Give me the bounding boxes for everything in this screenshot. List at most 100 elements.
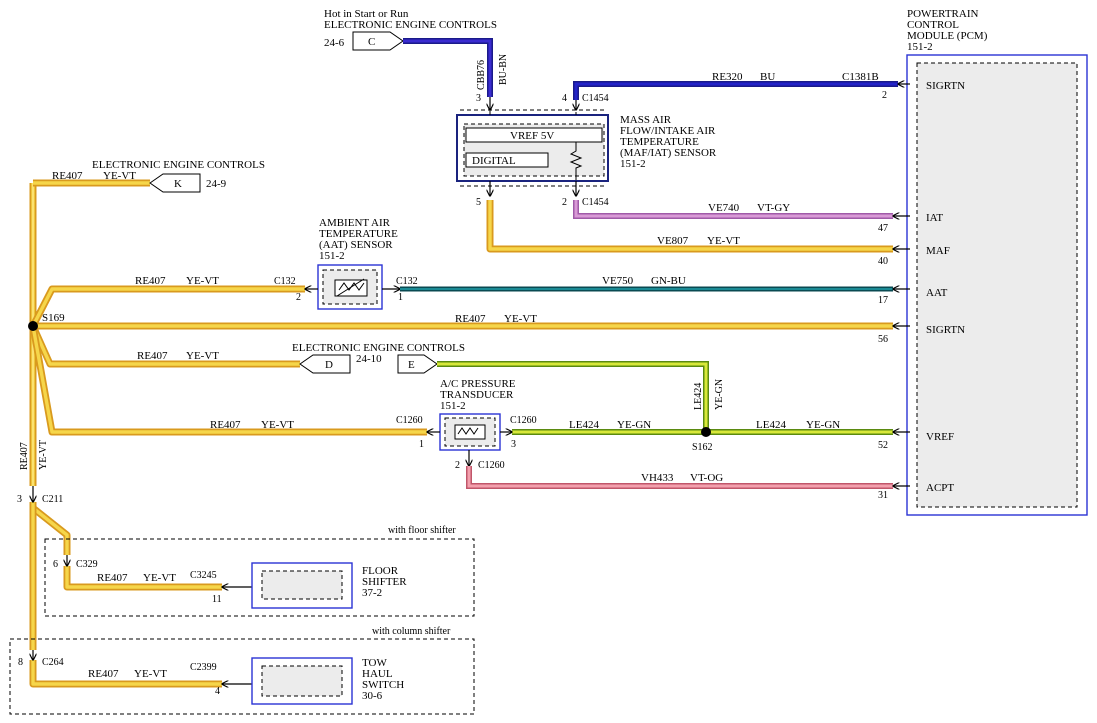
maf-pin-5: 5 — [476, 197, 481, 208]
wire-ve807: VE807 YE-VT — [486, 200, 910, 249]
aat-pin-left: 2 — [296, 292, 301, 303]
pcm-pin-maf: MAF — [926, 245, 950, 257]
acp-title-3: 151-2 — [440, 400, 466, 412]
maf-title-2: FLOW/INTAKE AIR — [620, 125, 716, 137]
re407-column-color: YE-VT — [134, 668, 167, 680]
pcm-title-1: POWERTRAIN — [907, 8, 979, 20]
maf-title-5: 151-2 — [620, 158, 646, 170]
pcm-pin-acpt: ACPT — [926, 482, 954, 494]
re320-conn: C1381B — [842, 71, 879, 83]
acp-pin-bottom: 2 — [455, 460, 460, 471]
re407-acp-circuit: RE407 — [210, 419, 241, 431]
pcm-pin-sigrtn-2: SIGRTN — [926, 80, 965, 92]
acp-title-1: A/C PRESSURE — [440, 378, 516, 390]
aat-title-3: (AAT) SENSOR — [319, 239, 393, 251]
le424-b-circuit: LE424 — [756, 419, 786, 431]
pcm-pin-iat: IAT — [926, 212, 943, 224]
ve807-circuit: VE807 — [657, 235, 689, 247]
maf-title-1: MASS AIR — [620, 114, 672, 126]
re407-aat-color: YE-VT — [186, 275, 219, 287]
floor-title-3: 37-2 — [362, 587, 382, 599]
c211-pin: 3 — [17, 494, 22, 505]
pcm-title-4: 151-2 — [907, 41, 933, 53]
aat-sensor: AMBIENT AIR TEMPERATURE (AAT) SENSOR 151… — [135, 217, 418, 310]
acp-transducer: A/C PRESSURE TRANSDUCER 151-2 C1260 C126… — [210, 378, 537, 471]
re407-k-circuit: RE407 — [52, 170, 83, 182]
top-ref-pin: 3 — [476, 93, 481, 104]
eec-e-tag: E — [408, 359, 415, 371]
c211-conn: C211 — [42, 494, 63, 505]
pcm-title-3: MODULE (PCM) — [907, 30, 988, 42]
pcm-pin-vref: VREF — [926, 431, 954, 443]
maf-title-4: (MAF/IAT) SENSOR — [620, 147, 717, 159]
column-shifter-block: with column shifter 8 C264 RE407 YE-VT C… — [9, 626, 475, 715]
top-ref-color: BU-BN — [498, 54, 509, 85]
ve750-circuit: VE750 — [602, 275, 634, 287]
eec-k-page: 24-9 — [206, 178, 227, 190]
wire-ve740: VE740 VT-GY — [573, 200, 910, 216]
re407-acp-color: YE-VT — [261, 419, 294, 431]
top-ref-hot-text: Hot in Start or Run — [324, 8, 409, 20]
aat-conn-right: C132 — [396, 276, 418, 287]
eec-de-label: ELECTRONIC ENGINE CONTROLS — [292, 342, 465, 354]
acp-conn-left: C1260 — [396, 415, 423, 426]
top-ref-c: Hot in Start or Run ELECTRONIC ENGINE CO… — [324, 8, 509, 110]
aat-pin-right: 1 — [398, 292, 403, 303]
vh433-circuit: VH433 — [641, 472, 674, 484]
maf-conn-bottom: C1454 — [582, 197, 609, 208]
eec-k-label: ELECTRONIC ENGINE CONTROLS — [92, 159, 265, 171]
eec-d-page: 24-10 — [356, 353, 382, 365]
ve750-color: GN-BU — [651, 275, 686, 287]
re407-main-color: YE-VT — [504, 313, 537, 325]
pcm-pinnum-31: 31 — [878, 490, 888, 501]
re407-floor-color: YE-VT — [143, 572, 176, 584]
re320-circuit: RE320 — [712, 71, 743, 83]
eec-d-tag: D — [325, 359, 333, 371]
re407-aat-circuit: RE407 — [135, 275, 166, 287]
aat-title-4: 151-2 — [319, 250, 345, 262]
eec-k-tag: K — [174, 178, 182, 190]
pcm-pinnum-52: 52 — [878, 440, 888, 451]
column-title-1: TOW — [362, 657, 387, 669]
acp-conn-right: C1260 — [510, 415, 537, 426]
vh433-color: VT-OG — [690, 472, 723, 484]
column-pin: 8 — [18, 657, 23, 668]
floor-title-1: FLOOR — [362, 565, 399, 577]
ve807-color: YE-VT — [707, 235, 740, 247]
re407-column-circuit: RE407 — [88, 668, 119, 680]
pcm-pin-sigrtn-56: SIGRTN — [926, 324, 965, 336]
re407-vert-color: YE-VT — [38, 440, 49, 470]
pcm-pinnum-56: 56 — [878, 334, 888, 345]
re407-k-color: YE-VT — [103, 170, 136, 182]
top-ref-circuit: CBB76 — [476, 60, 487, 90]
floor-pin2: 11 — [212, 594, 222, 605]
le424-v-color: YE-GN — [714, 379, 725, 410]
aat-title-2: TEMPERATURE — [319, 228, 398, 240]
maf-pin-4: 4 — [562, 93, 567, 104]
wire-re320: RE320 BU C1381B — [576, 71, 910, 110]
acp-title-2: TRANSDUCER — [440, 389, 514, 401]
eec-ref-k: ELECTRONIC ENGINE CONTROLS RE407 YE-VT K… — [52, 159, 265, 193]
le424-b-color: YE-GN — [806, 419, 840, 431]
eec-ref-de: ELECTRONIC ENGINE CONTROLS RE407 YE-VT D… — [137, 342, 465, 374]
acp-pin-right: 3 — [511, 439, 516, 450]
wire-le424: LE424 YE-GN S162 LE424 YE-GN LE424 YE-GN — [437, 361, 910, 453]
pcm-title-2: CONTROL — [907, 19, 959, 31]
wire-ve750: VE750 GN-BU — [400, 275, 910, 289]
column-title-3: SWITCH — [362, 679, 404, 691]
s169-label: S169 — [42, 312, 65, 324]
ve740-circuit: VE740 — [708, 202, 740, 214]
le424-v-circuit: LE424 — [693, 383, 704, 410]
pcm-pinnum-47: 47 — [878, 223, 888, 234]
re320-color: BU — [760, 71, 775, 83]
column-title-2: HAUL — [362, 668, 393, 680]
re407-d-color: YE-VT — [186, 350, 219, 362]
re407-floor-circuit: RE407 — [97, 572, 128, 584]
floor-label: with floor shifter — [388, 525, 456, 536]
maf-pin-2: 2 — [562, 197, 567, 208]
maf-vref-label: VREF 5V — [510, 130, 554, 142]
le424-a-circuit: LE424 — [569, 419, 599, 431]
floor-conn: C329 — [76, 559, 98, 570]
s162-label: S162 — [692, 442, 713, 453]
column-pin2: 4 — [215, 686, 220, 697]
